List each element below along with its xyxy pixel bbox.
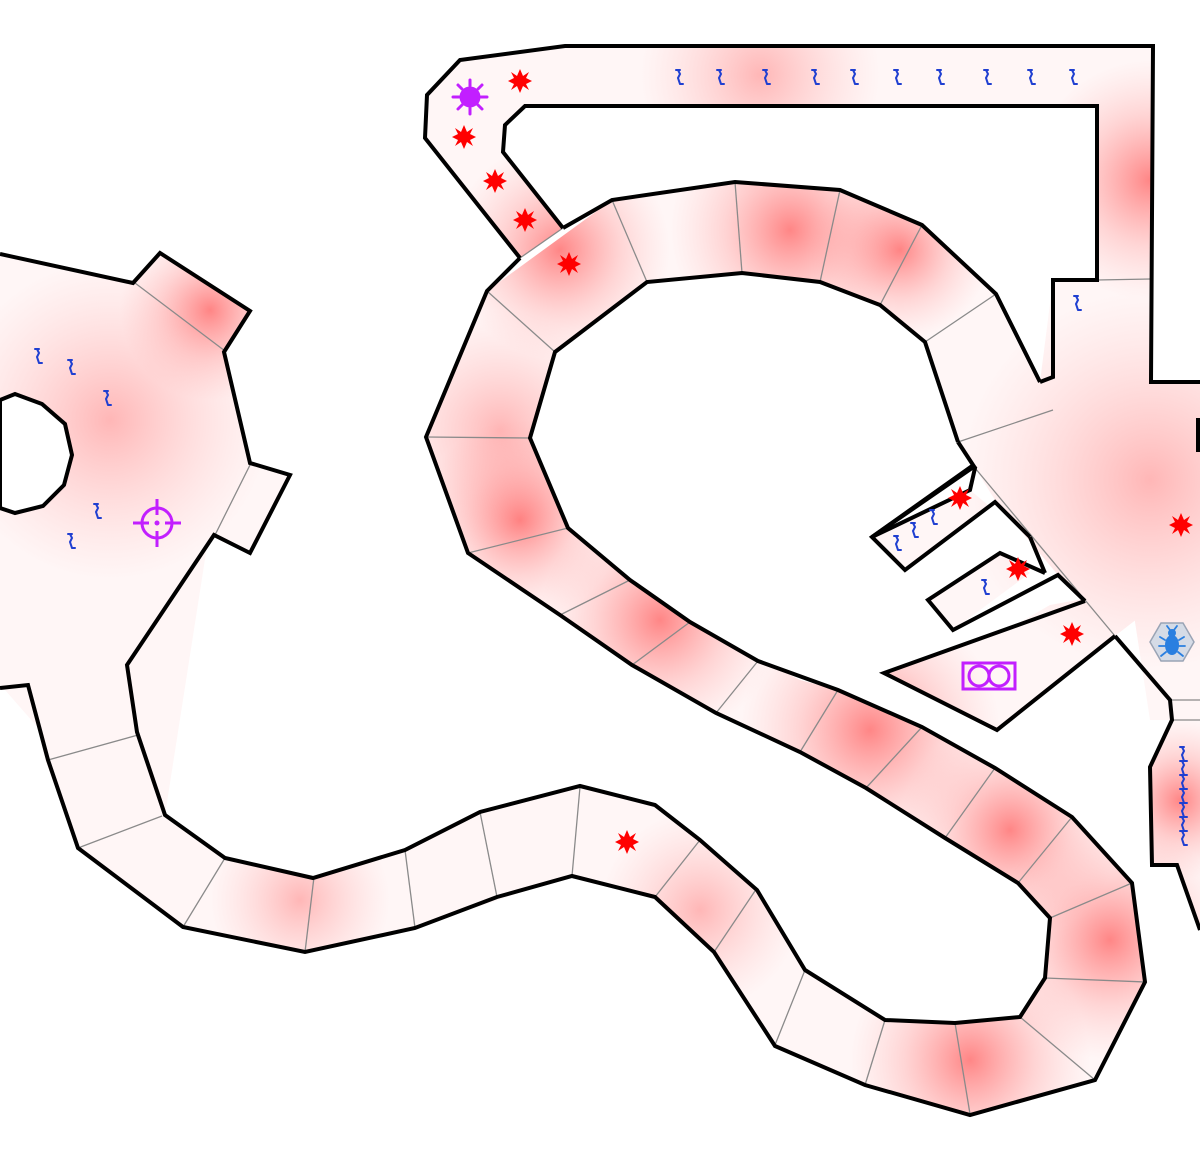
keys [34, 69, 1188, 846]
spawn-sun-icon [451, 78, 489, 116]
key-icon [893, 535, 902, 551]
key-icon [675, 69, 684, 85]
key-icon [93, 503, 102, 519]
hazard-burst-icon [513, 208, 537, 232]
key-icon [1073, 295, 1082, 311]
hazards [452, 69, 1193, 854]
key-icon [67, 359, 76, 375]
key-icon [1179, 830, 1188, 846]
walls [0, 44, 1200, 1118]
key-icon [716, 69, 725, 85]
bug-icon [1149, 622, 1195, 662]
key-icon [893, 69, 902, 85]
key-icon [34, 348, 43, 364]
key-icon [850, 69, 859, 85]
segment-lines [47, 181, 1200, 1115]
key-icon [983, 69, 992, 85]
crosshair-icon [133, 499, 181, 547]
key-icon [762, 69, 771, 85]
hazard-burst-icon [483, 169, 507, 193]
hazard-burst-icon [1060, 622, 1084, 646]
key-icon [103, 390, 112, 406]
key-icon [1027, 69, 1036, 85]
hazard-burst-icon [615, 830, 639, 854]
key-icon [910, 522, 919, 538]
hazard-burst-icon [452, 125, 476, 149]
hazard-burst-icon [508, 69, 532, 93]
key-icon [67, 533, 76, 549]
key-icon [1069, 69, 1078, 85]
key-icon [929, 509, 938, 525]
hazard-burst-icon [557, 252, 581, 276]
key-icon [981, 579, 990, 595]
hazard-burst-icon [1006, 557, 1030, 581]
key-icon [936, 69, 945, 85]
hazard-burst-icon [948, 486, 972, 510]
teleporter-icon [961, 661, 1017, 691]
hazard-burst-icon [1169, 513, 1193, 537]
key-icon [811, 69, 820, 85]
